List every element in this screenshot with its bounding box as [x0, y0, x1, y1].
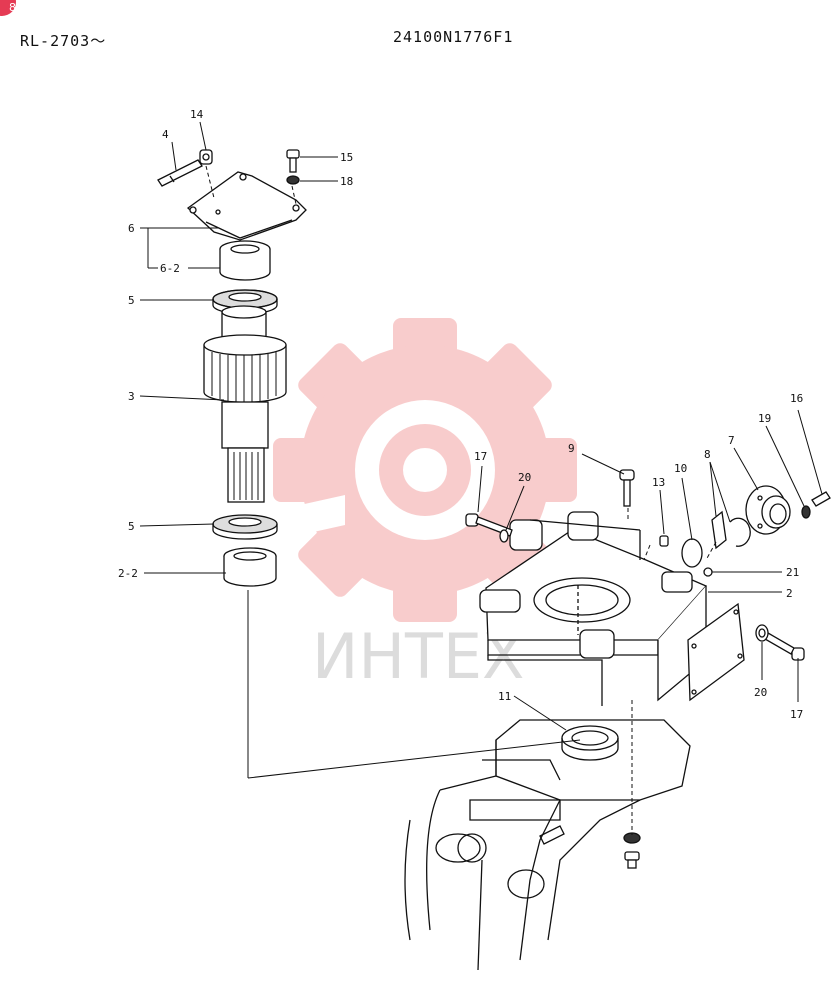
- callout-20-right: 20: [754, 686, 767, 699]
- callout-17-right: 17: [790, 708, 803, 721]
- bolt-part-16: [811, 491, 831, 507]
- motor-part-7: [745, 485, 791, 535]
- callout-13: 13: [652, 476, 665, 489]
- callout-5-lower: 5: [128, 520, 135, 533]
- bushing-part-6-2: [219, 240, 271, 281]
- o-ring-part-10: [681, 538, 703, 568]
- bolt-part-15: [286, 149, 300, 173]
- callout-11: 11: [498, 690, 511, 703]
- pinion-shaft-part-3: [203, 305, 287, 503]
- callout-labels: 4 14 15 18 6 6-2 5 3 5 2-2 17 20 9 13 10…: [118, 108, 803, 721]
- bolt-part-17-right: [764, 632, 805, 661]
- callout-8: 8: [704, 448, 711, 461]
- drawing-number: 24100N1776F1: [393, 28, 514, 46]
- boom-bracket-frame: [404, 719, 691, 971]
- model-range-label: RL-2703〜: [20, 32, 107, 50]
- callout-7: 7: [728, 434, 735, 447]
- leader-lines: [139, 121, 823, 835]
- callout-16: 16: [790, 392, 803, 405]
- callout-17-left: 17: [474, 450, 487, 463]
- plug-part-21: [703, 567, 713, 577]
- washer-part-20-right: [755, 624, 769, 642]
- callout-5-upper: 5: [128, 294, 135, 307]
- callout-20-left: 20: [518, 471, 531, 484]
- washer-part-19: [801, 505, 811, 519]
- plug-part-13: [659, 535, 669, 547]
- callout-2: 2: [786, 587, 793, 600]
- callout-15: 15: [340, 151, 353, 164]
- retaining-ring-part-8: [711, 510, 751, 550]
- swing-housing-part-2: [479, 511, 708, 706]
- thrust-washer-lower: [212, 514, 278, 540]
- bearing-part-11: [561, 725, 619, 761]
- cover-plate: [186, 171, 307, 241]
- lower-bolt: [624, 851, 640, 869]
- side-cover-plate: [687, 602, 745, 702]
- callout-3: 3: [128, 390, 135, 403]
- callout-6-2: 6-2: [160, 262, 180, 275]
- pin-part-4: [157, 159, 203, 187]
- watermark-gear-logo: [273, 318, 577, 622]
- callout-4: 4: [162, 128, 169, 141]
- grease-fitting-part-14: [199, 149, 213, 165]
- callout-6: 6: [128, 222, 135, 235]
- callout-18: 18: [340, 175, 353, 188]
- washer-part-20-left: [499, 529, 509, 543]
- callout-10: 10: [674, 462, 687, 475]
- bolt-part-9: [619, 469, 635, 507]
- washer-part-18: [286, 175, 300, 185]
- bushing-part-2-2: [223, 547, 277, 587]
- callout-14: 14: [190, 108, 204, 121]
- callout-21: 21: [786, 566, 799, 579]
- callout-9: 9: [568, 442, 575, 455]
- callout-19: 19: [758, 412, 771, 425]
- callout-2-2: 2-2: [118, 567, 138, 580]
